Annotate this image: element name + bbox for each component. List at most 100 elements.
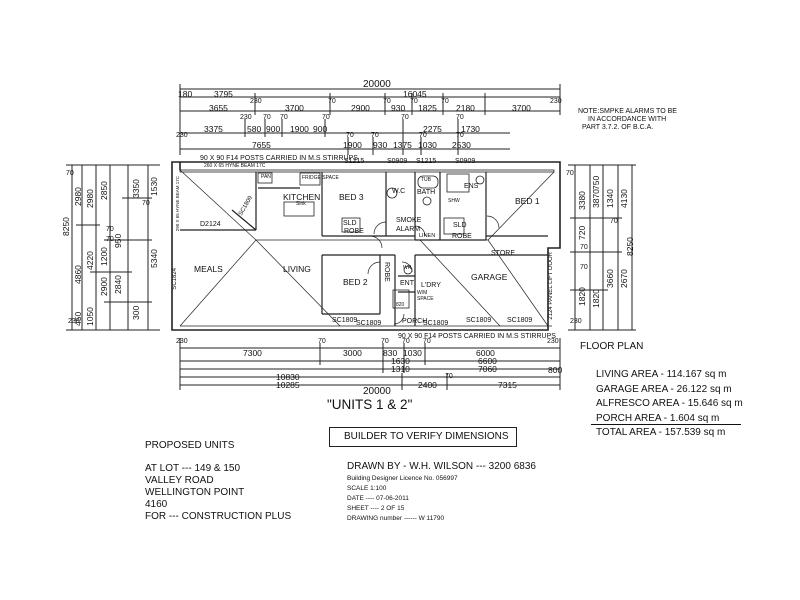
- dim-bot-10285: 10285: [276, 380, 300, 390]
- dim-top-7655: 7655: [252, 140, 271, 150]
- dim-right-c2: 720: [577, 225, 587, 240]
- dim-top-900b: 900: [313, 124, 328, 134]
- room-linen: LINEN: [419, 233, 436, 239]
- dim-right-b2: 3660: [605, 269, 615, 288]
- dim-bot-6600: 6600: [478, 356, 497, 366]
- dim-bot-800: 800: [548, 365, 563, 375]
- dim-left-s3: 230: [68, 318, 80, 325]
- window-s0909-a: S0909: [387, 158, 408, 165]
- dim-top-2275: 2275: [423, 124, 442, 134]
- dim-top-r3-3: 70: [410, 98, 418, 105]
- dim-left-s5: 1530: [149, 177, 159, 196]
- dim-bot-70: 70: [445, 373, 453, 380]
- label-wm: W/M SPACE: [417, 290, 434, 302]
- dim-bot-6000: 6000: [476, 348, 495, 358]
- dim-top-16045: 16045: [403, 89, 427, 99]
- dim-top-r5-1: 70: [263, 114, 271, 121]
- dim-left-d1: 2840: [113, 275, 123, 294]
- dim-right-s4: 70: [610, 218, 618, 225]
- drawing-scale: SCALE 1:100: [347, 485, 387, 492]
- beam-label: 260 X 65 HYNE BEAM 17C: [204, 163, 266, 169]
- dim-bot-2400: 2400: [418, 380, 437, 390]
- drawn-by: DRAWN BY - W.H. WILSON --- 3200 6836: [347, 461, 536, 472]
- area-garage: GARAGE AREA - 26.122 sq m: [596, 383, 732, 395]
- dim-right-a0: 3380: [577, 191, 587, 210]
- room-ldry: L'DRY: [421, 282, 441, 289]
- dim-bot-7060: 7060: [478, 364, 497, 374]
- dim-top-930b: 930: [373, 140, 388, 150]
- drawing-date: DATE ---- 07-06-2011: [347, 495, 409, 502]
- area-alfresco: ALFRESCO AREA - 15.646 sq m: [596, 398, 743, 409]
- area-total: TOTAL AREA - 157.539 sq m: [596, 427, 726, 438]
- right-dimension-lines: [568, 164, 636, 331]
- room-bed1: BED 1: [515, 196, 540, 206]
- bottom-dimension-lines: [179, 338, 561, 390]
- dim-top-2900: 2900: [351, 103, 370, 113]
- window-s1215-b: S1215: [416, 158, 437, 165]
- room-bed2: BED 2: [343, 277, 368, 287]
- room-bed3: BED 3: [339, 192, 364, 202]
- dim-right-s1: 70: [580, 244, 588, 251]
- dim-top-2530: 2530: [452, 140, 471, 150]
- area-schedule: LIVING AREA - 114.167 sq m GARAGE AREA -…: [596, 368, 746, 426]
- area-porch: PORCH AREA - 1.604 sq m: [596, 412, 720, 424]
- door-d2124: D2124: [200, 221, 221, 228]
- room-garage: GARAGE: [471, 272, 508, 282]
- dim-top-r5-2: 70: [280, 114, 288, 121]
- dim-left-d2: 300: [131, 305, 141, 320]
- dim-right-s0: 70: [566, 170, 574, 177]
- note-smoke-1: NOTE:SMPKE ALARMS TO BE: [578, 108, 677, 115]
- dim-left-s4: 70: [142, 200, 150, 207]
- dim-top-r7-4: 70: [456, 132, 464, 139]
- dim-left-c1: 1200: [99, 247, 109, 266]
- total-rule: [591, 424, 741, 425]
- dim-top-r7-2: 70: [371, 132, 379, 139]
- dim-left-b0: 2980: [85, 189, 95, 208]
- window-sc1809-b5: SC1809: [507, 317, 533, 324]
- dim-top-r7-3: 70: [419, 132, 427, 139]
- dim-bot-r1-0: 230: [176, 338, 188, 345]
- posts-bottom-label: 90 X 90 F14 POSTS CARRIED IN M.S STIRRUP…: [398, 333, 556, 340]
- dim-left-s1: 70: [106, 226, 114, 233]
- drawing-number: DRAWING number ------ W 11790: [347, 515, 445, 522]
- dim-top-r7-0: 230: [176, 132, 188, 139]
- dim-top-3700a: 3700: [285, 103, 304, 113]
- dim-top-3655: 3655: [209, 103, 228, 113]
- builder-verify-box: BUILDER TO VERIFY DIMENSIONS: [329, 427, 517, 447]
- dim-top-3795: 3795: [214, 89, 233, 99]
- dim-bot-7315: 7315: [498, 380, 517, 390]
- label-sld-b: SLD: [453, 222, 467, 229]
- dim-right-a1: 2670: [619, 269, 629, 288]
- posts-top-label: 90 X 90 F14 POSTS CARRIED IN M.S STIRRUP…: [200, 155, 358, 162]
- label-door-820: 820: [396, 302, 405, 308]
- dim-top-1825: 1825: [418, 103, 437, 113]
- note-smoke-3: PART 3.7.2. OF B.C.A.: [582, 124, 654, 131]
- dim-top-r5-4: 70: [401, 114, 409, 121]
- dim-right-b0: 1340: [605, 189, 615, 208]
- dim-top-r5-3: 70: [322, 114, 330, 121]
- room-ent: ENT: [400, 280, 414, 287]
- dim-bot-3000: 3000: [343, 348, 362, 358]
- dim-right-c1: 750: [591, 175, 601, 190]
- dim-right-s2: 70: [580, 264, 588, 271]
- dim-top-180: 180: [178, 89, 193, 99]
- interior-walls: [180, 172, 548, 326]
- dim-top-2180: 2180: [456, 103, 475, 113]
- road-line: VALLEY ROAD: [145, 475, 214, 486]
- dim-left-c3: 950: [113, 233, 123, 248]
- label-sink: Sink: [296, 201, 306, 207]
- panel-lift-door: 2124 PANEL LIFT DOOR: [548, 252, 554, 320]
- client-line: FOR --- CONSTRUCTION PLUS: [145, 511, 292, 522]
- dim-bot-1030: 1030: [403, 348, 422, 358]
- dim-right-a2: 3870: [591, 189, 601, 208]
- label-smoke-alarm: SMOKE ALARM: [396, 217, 422, 233]
- proposed-units-block: PROPOSED UNITS: [145, 440, 234, 452]
- dim-top-580: 580: [247, 124, 262, 134]
- dim-top-r3-5: 230: [550, 98, 562, 105]
- dim-bot-r1-4: 70: [423, 338, 431, 345]
- dim-bot-1310: 1310: [391, 364, 410, 374]
- dim-left-a0: 2980: [73, 187, 83, 206]
- note-smoke-2: IN ACCORDANCE WITH: [588, 116, 667, 123]
- dim-top-overall: 20000: [363, 79, 391, 90]
